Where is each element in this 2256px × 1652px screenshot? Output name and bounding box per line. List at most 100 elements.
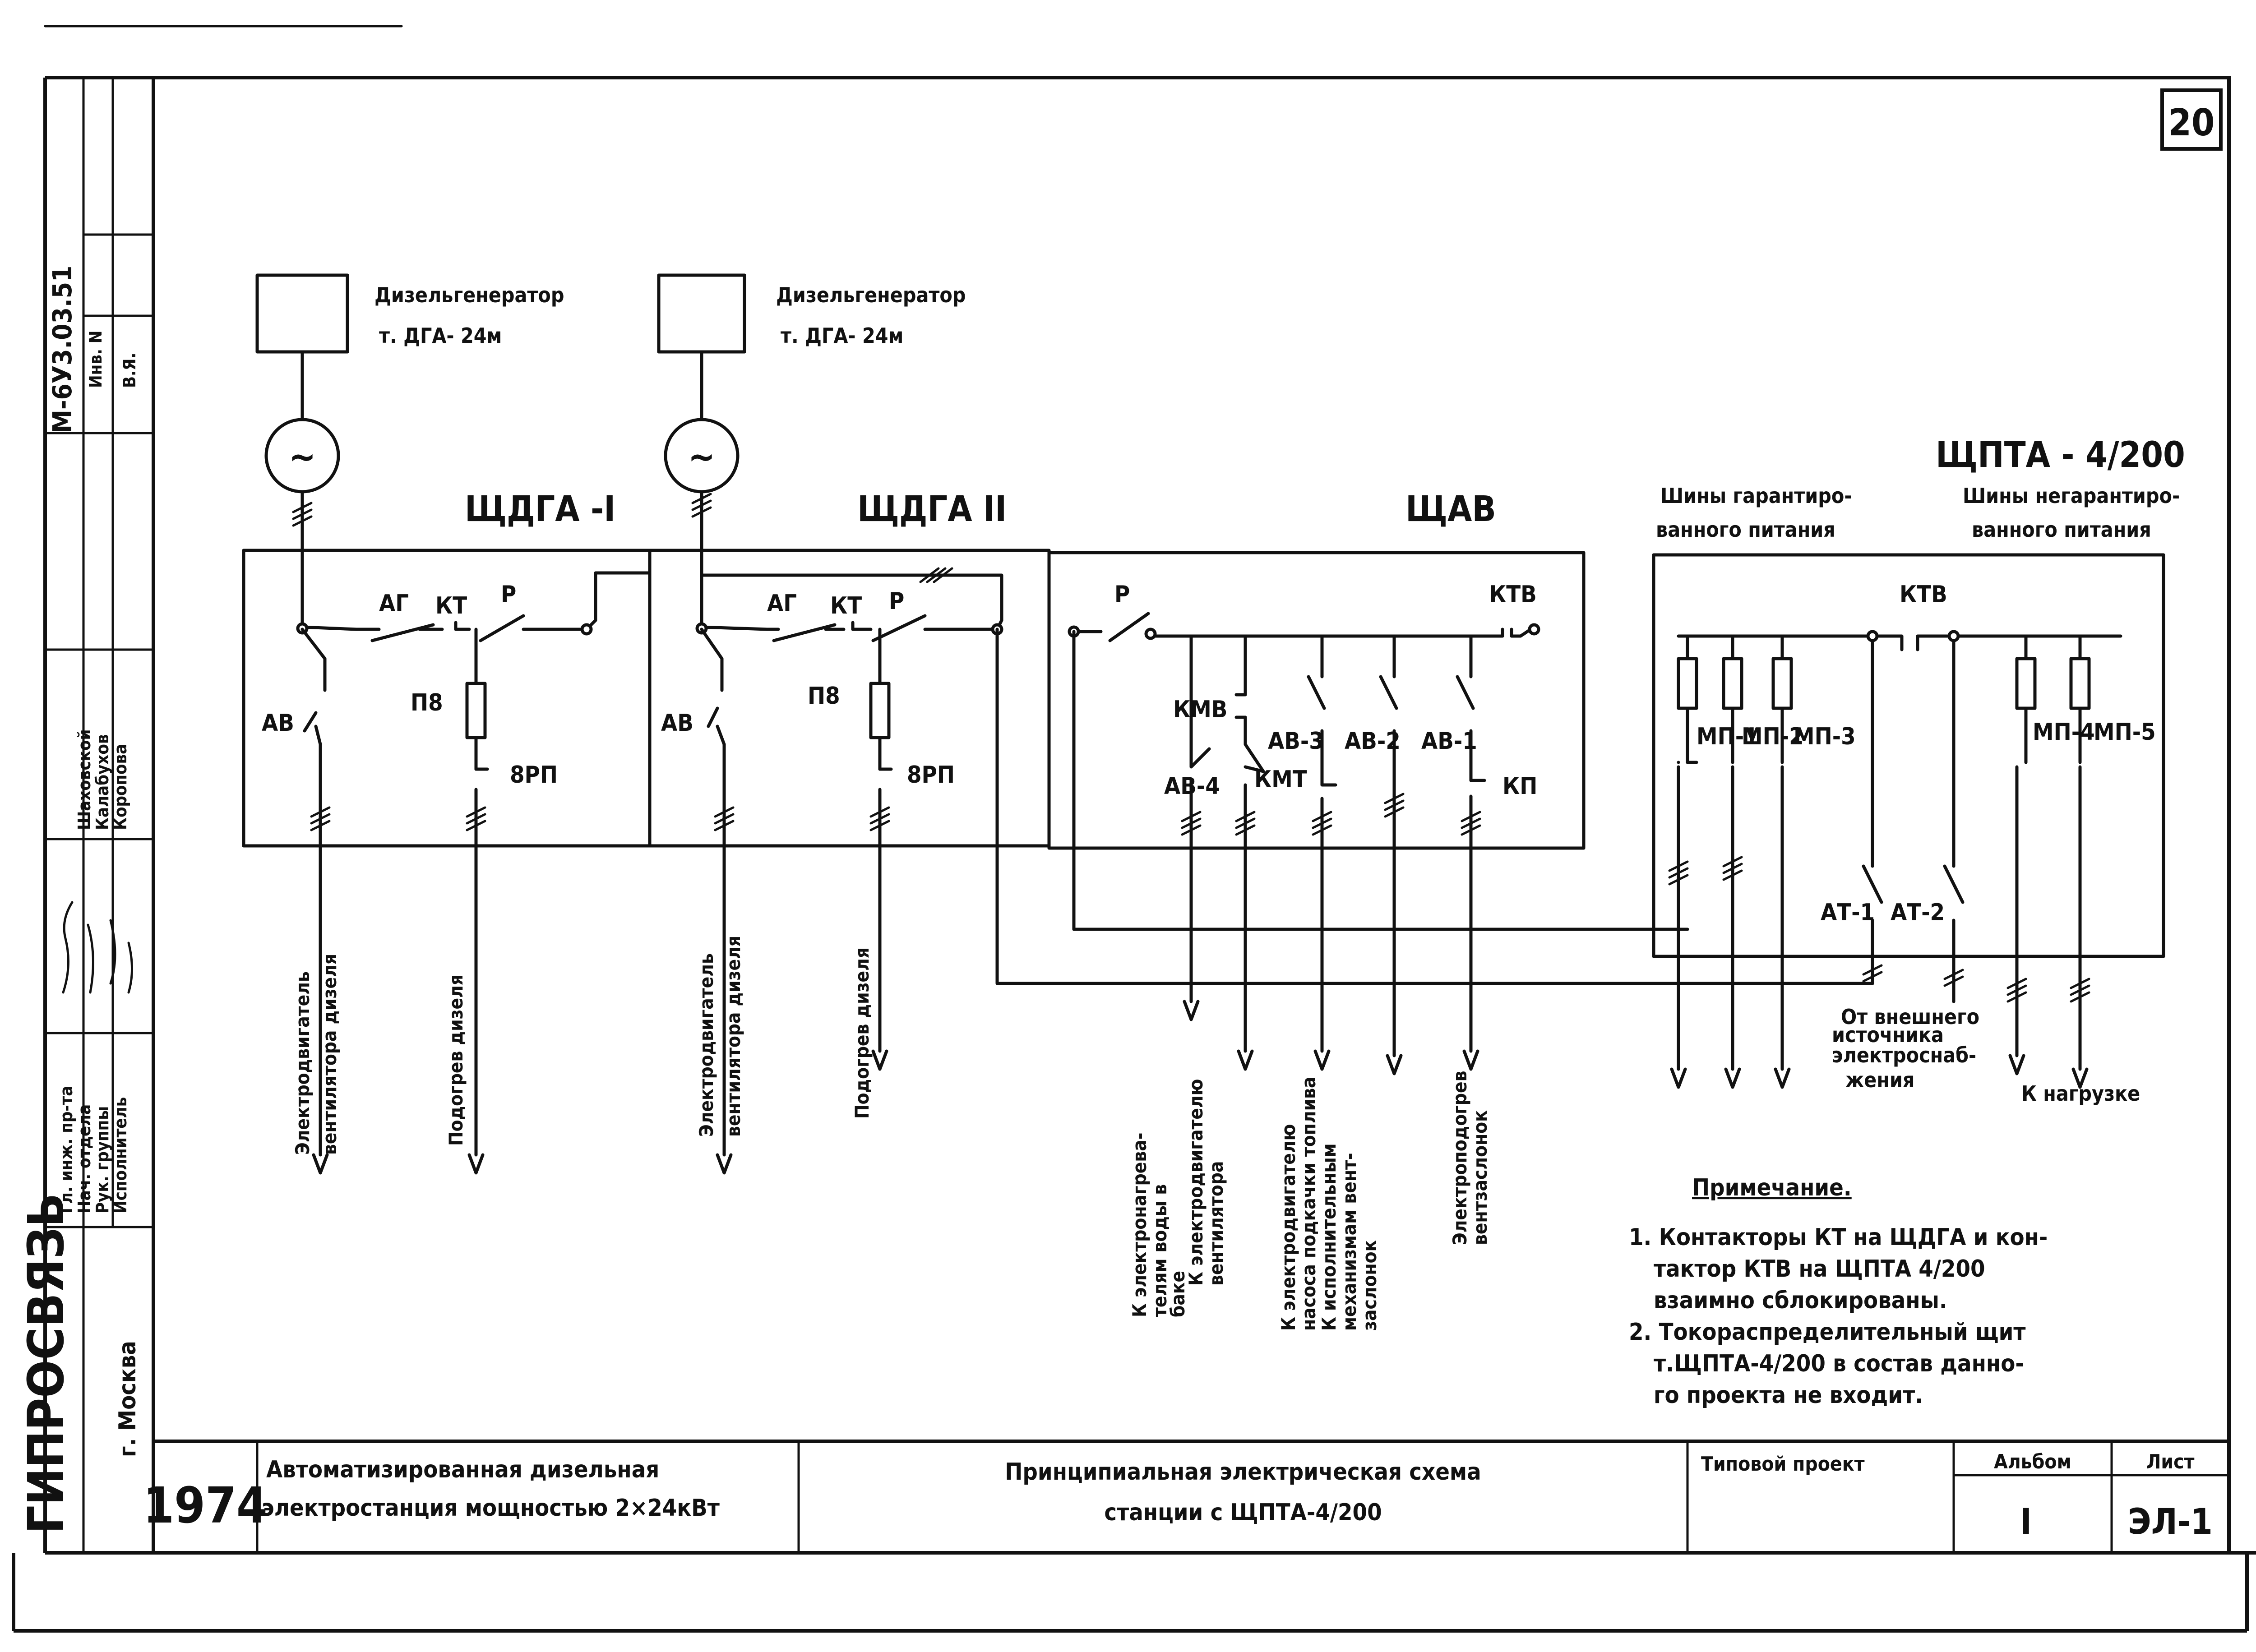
- p1-kt-label: КТ: [435, 592, 467, 619]
- p3-kp-label: КП: [1502, 773, 1537, 800]
- organization-name: ГИПРОСВЯЗЬ: [17, 1193, 75, 1534]
- stamp-role-2: Нач. отдела: [74, 1104, 94, 1214]
- panel-1-circuit: АГ КТ Р АВ П8 8РП: [262, 571, 652, 1175]
- p1-vrp-label: 8РП: [510, 761, 558, 789]
- generator-1-box: [255, 273, 349, 354]
- external-source-2: источника: [1832, 1023, 1944, 1047]
- p1-pv-label: П8: [411, 689, 443, 716]
- p2-av-label: АВ: [661, 710, 693, 737]
- p2-vrp-label: 8РП: [907, 761, 955, 789]
- bus-guaranteed-2: ванного питания: [1656, 517, 1835, 542]
- generator-1-label-1: Дизельгенератор: [374, 283, 564, 307]
- drawing-title-line2: станции с ЩПТА-4/200: [1104, 1499, 1382, 1526]
- panel-3-title: ЩАВ: [1405, 489, 1496, 530]
- note-line-3: взаимно сблокированы.: [1654, 1287, 1947, 1314]
- feeder-8-line2: механизмам вент-: [1338, 1153, 1360, 1331]
- panel-2-title: ЩДГА II: [857, 489, 1007, 530]
- feeder-6-line1: К электродвигателю: [1185, 1079, 1207, 1286]
- p2-pv-label: П8: [808, 683, 840, 710]
- p4-mp1-label: МП-1: [1697, 723, 1759, 750]
- generator-2-box: [657, 273, 746, 354]
- album-value: I: [2020, 1502, 2032, 1542]
- to-load-label: К нагрузке: [2021, 1081, 2140, 1106]
- p3-ktv-label: КТВ: [1489, 581, 1537, 608]
- external-source-1: От внешнего: [1841, 1005, 1979, 1029]
- stamp-name-2: Калабухов: [92, 734, 112, 830]
- p2-ag-label: АГ: [767, 590, 797, 617]
- project-name-line2: электростанция мощностью 2×24кВт: [262, 1495, 720, 1522]
- feeder-5-line1: К электронагрева-: [1128, 1133, 1151, 1317]
- p3-kmt-label: КМТ: [1254, 766, 1307, 793]
- panel-4-circuit: КТВ МП-1 МП-2 МП-3 МП-4 МП-5 АТ-1 АТ-2: [1668, 581, 2156, 1089]
- p4-mp2-label: МП-2: [1742, 723, 1804, 750]
- sheet-label: Лист: [2146, 1450, 2194, 1473]
- panel-4-frame: [1652, 553, 2165, 958]
- feeder-1-line1: Электродвигатель: [291, 971, 314, 1155]
- p2-kt-label: КТ: [830, 592, 862, 619]
- panel-3-circuit: Р КТВ КМВ АВ-4 КМТ АВ-3 АВ-2 АВ-1 КП: [1068, 581, 1689, 1075]
- p1-av-label: АВ: [262, 710, 294, 737]
- p3-av3-label: АВ-3: [1268, 728, 1324, 755]
- generator-1: Дизельгенератор т. ДГА- 24м ~: [255, 273, 564, 629]
- signatures: [62, 901, 133, 994]
- generator-1-tilde: ~: [289, 436, 316, 478]
- panel-4-title: ЩПТА - 4/200: [1936, 435, 2185, 475]
- stamp-role-1: Гл. инж. пр-та: [56, 1086, 76, 1214]
- bus-nonguaranteed-1: Шины негарантиро-: [1963, 484, 2180, 508]
- p4-at1-label: АТ-1: [1821, 899, 1875, 926]
- notes-title: Примечание.: [1692, 1174, 1852, 1201]
- p4-mp4-label: МП-4: [2033, 719, 2095, 746]
- feeder-7-line2: насоса подкачки топлива: [1298, 1077, 1320, 1331]
- side-stamp: М-6У3.03.51 Инв. N В.Я. Гл. инж. пр-та Н…: [17, 76, 155, 1554]
- bus-nonguaranteed-2: ванного питания: [1972, 517, 2151, 542]
- page-number-box: [2160, 88, 2223, 151]
- inventory-number: М-6У3.03.51: [47, 266, 78, 433]
- note-line-1: 1. Контакторы КТ на ЩДГА и кон-: [1629, 1224, 2048, 1251]
- feeder-3-line1: Электродвигатель: [695, 953, 717, 1137]
- feeder-5-line3: баке: [1167, 1271, 1189, 1317]
- feeder-7-line1: К электродвигателю: [1277, 1124, 1299, 1331]
- feeder-9-line2: вентзаслонок: [1469, 1110, 1491, 1245]
- feeder-9-line1: Электроподогрев: [1449, 1071, 1471, 1245]
- note-line-6: го проекта не входит.: [1654, 1382, 1923, 1409]
- type-label: Типовой проект: [1701, 1453, 1865, 1476]
- note-line-2: тактор КТВ на ЩПТА 4/200: [1654, 1255, 1985, 1283]
- panel-3-frame: [1047, 551, 1586, 850]
- p3-r-label: Р: [1114, 581, 1130, 608]
- p1-fuse: [465, 682, 487, 739]
- inv-label: Инв. N: [86, 331, 106, 388]
- feeder-2-line1: Подогрев дизеля: [445, 974, 467, 1146]
- stamp-role-4: Исполнитель: [111, 1097, 130, 1214]
- p4-mp5-label: МП-5: [2094, 719, 2156, 746]
- p4-mp3-label: МП-3: [1794, 723, 1856, 750]
- stamp-name-3: Коропова: [111, 744, 130, 830]
- feeder-1-line2: вентилятора дизеля: [319, 954, 341, 1155]
- bus-guaranteed-1: Шины гарантиро-: [1660, 484, 1852, 508]
- sheet-value: ЭЛ-1: [2128, 1502, 2213, 1542]
- p3-av4-label: АВ-4: [1164, 773, 1220, 800]
- feeder-labels: Электродвигатель вентилятора дизеля Подо…: [291, 936, 1491, 1331]
- year: 1974: [143, 1477, 267, 1534]
- generator-2-label-1: Дизельгенератор: [776, 283, 966, 307]
- external-source-4: жения: [1845, 1068, 1914, 1092]
- page-number: 20: [2168, 102, 2215, 144]
- title-block: 1974 Автоматизированная дизельная электр…: [143, 1440, 2230, 1554]
- p1-r-label: Р: [501, 581, 516, 608]
- generator-2-label-2: т. ДГА- 24м: [781, 323, 903, 348]
- feeder-4-line1: Подогрев дизеля: [851, 947, 873, 1119]
- feeder-3-line2: вентилятора дизеля: [722, 936, 744, 1137]
- feeder-8-line3: заслонок: [1359, 1240, 1381, 1331]
- sheet-frame: 20: [12, 25, 2256, 1633]
- p3-kmv-label: КМВ: [1173, 696, 1227, 723]
- p4-ktv-label: КТВ: [1900, 581, 1947, 608]
- generator-2-tilde: ~: [688, 436, 715, 478]
- p1-ag-label: АГ: [379, 590, 409, 617]
- p3-av1-label: АВ-1: [1421, 728, 1477, 755]
- p3-av2-label: АВ-2: [1345, 728, 1401, 755]
- external-source-3: электроснаб-: [1832, 1043, 1976, 1067]
- notes: Примечание. 1. Контакторы КТ на ЩДГА и к…: [1629, 1174, 2048, 1409]
- inv-label-2: В.Я.: [120, 353, 139, 388]
- stamp-name-1: Шаховской: [74, 729, 94, 830]
- feeder-8-line1: К исполнительным: [1318, 1143, 1340, 1331]
